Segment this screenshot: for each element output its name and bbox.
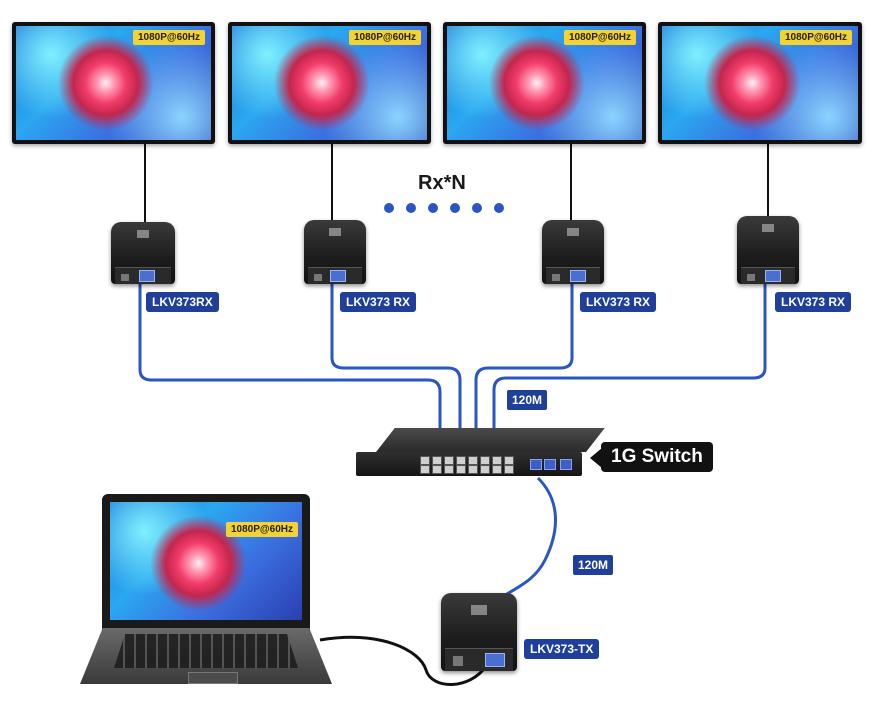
- monitor-2: 1080P@60Hz: [228, 22, 431, 144]
- switch-port: [456, 465, 466, 474]
- resolution-badge: 1080P@60Hz: [779, 30, 852, 45]
- resolution-badge: 1080P@60Hz: [348, 30, 421, 45]
- switch-port: [444, 456, 454, 465]
- laptop-screen: 1080P@60Hz: [110, 502, 302, 620]
- receiver-model-label-1: LKV373RX: [146, 292, 219, 312]
- receiver-device-3: [542, 220, 604, 284]
- switch-port: [492, 456, 502, 465]
- monitor-1-screen: 1080P@60Hz: [16, 26, 211, 140]
- monitor-4: 1080P@60Hz: [658, 22, 862, 144]
- usb-port-icon: [747, 274, 755, 281]
- dot: [450, 203, 460, 213]
- ethernet-cable-rx2: [330, 282, 462, 432]
- dot: [384, 203, 394, 213]
- device-port-panel: [741, 267, 795, 284]
- receiver-model-label-2: LKV373 RX: [340, 292, 417, 312]
- dot: [406, 203, 416, 213]
- device-port-panel: [546, 267, 600, 284]
- dc-power-port-icon: [453, 656, 463, 666]
- monitor-3-screen: 1080P@60Hz: [447, 26, 642, 140]
- usb-port-icon: [314, 274, 322, 281]
- laptop-keyboard: [114, 634, 298, 668]
- switch-port: [432, 465, 442, 474]
- ethernet-cable-tx: [486, 476, 557, 613]
- switch-sfp-port: [544, 459, 556, 470]
- resolution-badge: 1080P@60Hz: [132, 30, 205, 45]
- switch-port: [468, 465, 478, 474]
- laptop-touchpad: [188, 672, 238, 684]
- laptop-source: 1080P@60Hz: [80, 494, 340, 692]
- switch-port: [444, 465, 454, 474]
- switch-port: [480, 456, 490, 465]
- resolution-badge: 1080P@60Hz: [225, 522, 298, 537]
- monitor-2-screen: 1080P@60Hz: [232, 26, 427, 140]
- dot: [428, 203, 438, 213]
- switch-port: [420, 465, 430, 474]
- hdmi-logo-icon: [471, 605, 487, 615]
- receiver-device-1: [111, 222, 175, 284]
- rj45-port-icon: [485, 653, 505, 667]
- switch-port: [492, 465, 502, 474]
- ethernet-cable-rx3: [474, 282, 574, 432]
- hdmi-cable-laptop: [319, 635, 488, 686]
- dot: [472, 203, 482, 213]
- cable-length-label-top: 120M: [507, 390, 548, 410]
- switch-port: [456, 456, 466, 465]
- rj45-port-icon: [765, 270, 781, 282]
- receiver-count-label: Rx*N: [418, 172, 466, 194]
- switch-sfp-port: [530, 459, 542, 470]
- switch-port: [432, 456, 442, 465]
- receiver-device-2: [304, 220, 366, 284]
- switch-port: [504, 456, 514, 465]
- switch-label-pointer: [590, 448, 602, 468]
- dot: [494, 203, 504, 213]
- receiver-device-4: [737, 216, 799, 284]
- device-port-panel: [308, 267, 362, 284]
- switch-port: [480, 465, 490, 474]
- transmitter-model-label: LKV373-TX: [524, 639, 600, 659]
- monitor-4-screen: 1080P@60Hz: [662, 26, 858, 140]
- switch-front-panel: [356, 452, 582, 476]
- hdmi-logo-icon: [567, 228, 579, 236]
- ethernet-cable-rx1: [138, 282, 442, 432]
- network-switch-icon: [356, 428, 605, 484]
- hdmi-logo-icon: [762, 224, 774, 232]
- hdmi-logo-icon: [137, 230, 149, 238]
- switch-port: [468, 456, 478, 465]
- device-port-panel: [115, 267, 171, 284]
- monitor-1: 1080P@60Hz: [12, 22, 215, 144]
- hdmi-logo-icon: [329, 228, 341, 236]
- usb-port-icon: [121, 274, 129, 281]
- switch-top-panel: [376, 428, 605, 452]
- transmitter-device: [441, 593, 517, 671]
- switch-port: [504, 465, 514, 474]
- receiver-model-label-3: LKV373 RX: [580, 292, 657, 312]
- ethernet-cable-rx4: [492, 282, 767, 432]
- device-port-panel: [445, 648, 513, 671]
- rj45-port-icon: [139, 270, 155, 282]
- resolution-badge: 1080P@60Hz: [563, 30, 636, 45]
- rj45-port-icon: [570, 270, 586, 282]
- laptop-lid: 1080P@60Hz: [102, 494, 310, 630]
- cable-length-label-bottom: 120M: [573, 555, 614, 575]
- monitor-3: 1080P@60Hz: [443, 22, 646, 144]
- switch-sfp-port: [560, 459, 572, 470]
- receiver-model-label-4: LKV373 RX: [775, 292, 852, 312]
- switch-port: [420, 456, 430, 465]
- switch-label: 1G Switch: [601, 442, 713, 472]
- rj45-port-icon: [330, 270, 346, 282]
- usb-port-icon: [552, 274, 560, 281]
